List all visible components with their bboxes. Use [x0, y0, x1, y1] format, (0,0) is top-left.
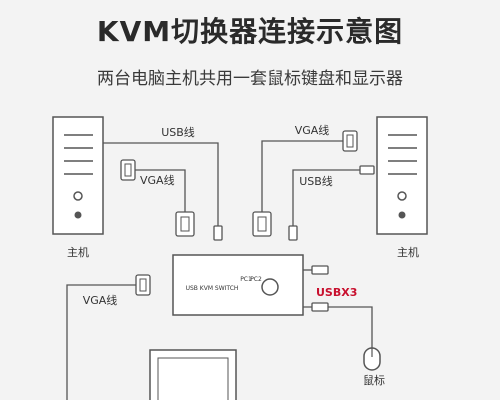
- usbx3-connector-icon: [311, 265, 329, 275]
- monitor-icon: [149, 349, 237, 400]
- mouse-label: 鼠标: [363, 373, 385, 387]
- right-switch-vga-connector-icon: [252, 211, 272, 237]
- right-usb-cable: [292, 169, 360, 226]
- pc1-label: PC1: [240, 276, 252, 283]
- pc2-label: PC2: [250, 276, 262, 283]
- left-vga-label: VGA线: [140, 173, 175, 187]
- left-switch-vga-connector-icon: [175, 211, 195, 237]
- left-host-label: 主机: [67, 245, 89, 259]
- kvm-switch-icon: [172, 254, 304, 316]
- usbx3-bottom-connector-icon: [311, 302, 329, 312]
- right-vga-label: VGA线: [295, 123, 330, 137]
- mouse-icon: [363, 347, 381, 371]
- usbx3-cable-bottom: [303, 306, 373, 348]
- bottom-vga-cable: [66, 284, 144, 400]
- right-vga-cable: [261, 140, 343, 212]
- usbx3-label: USBX3: [316, 286, 357, 299]
- left-vga-connector-icon: [120, 159, 136, 181]
- left-switch-usb-connector-icon: [213, 225, 223, 241]
- page-subtitle: 两台电脑主机共用一套鼠标键盘和显示器: [97, 69, 403, 89]
- right-vga-connector-icon: [342, 130, 358, 152]
- left-host-computer-icon: [52, 116, 104, 235]
- bottom-vga-label: VGA线: [83, 293, 118, 307]
- left-usb-label: USB线: [161, 125, 195, 139]
- right-usb-label: USB线: [299, 174, 333, 188]
- page-title: KVM切换器连接示意图: [96, 15, 404, 48]
- left-vga-cable: [130, 169, 186, 212]
- right-switch-usb-connector-icon: [288, 225, 298, 241]
- left-usb-cable: [103, 142, 219, 226]
- right-host-label: 主机: [397, 245, 419, 259]
- right-usb-connector-icon: [359, 165, 375, 175]
- kvm-switch-label: USB KVM SWITCH: [186, 285, 239, 292]
- bottom-vga-connector-icon: [135, 274, 151, 296]
- right-host-computer-icon: [376, 116, 428, 235]
